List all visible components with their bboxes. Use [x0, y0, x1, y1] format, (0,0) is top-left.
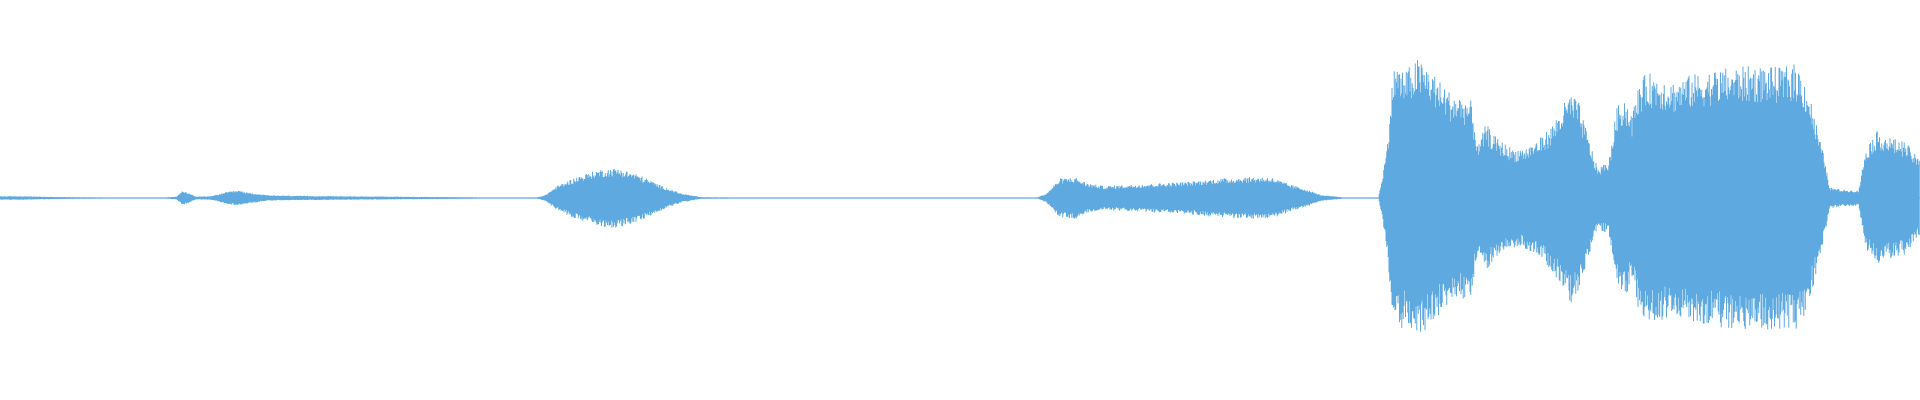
waveform-samples: [0, 60, 1920, 332]
waveform-path: [0, 60, 1920, 332]
